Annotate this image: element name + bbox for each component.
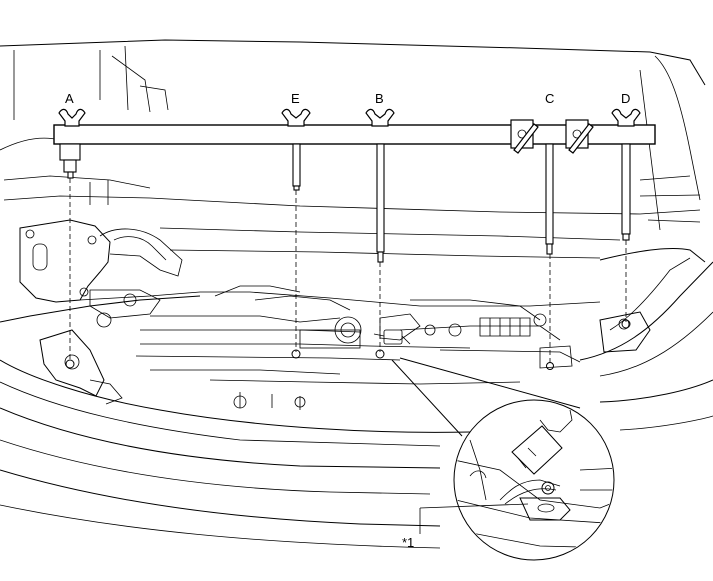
label-b: B <box>375 91 384 106</box>
connector-b <box>373 329 411 345</box>
hanger-a <box>58 108 86 179</box>
labels: A E B C D *1 <box>65 91 630 550</box>
clamp-c <box>510 119 594 255</box>
hanger-b <box>365 108 395 263</box>
support-beam <box>53 124 656 145</box>
engine-support-tool <box>53 108 656 263</box>
hanger-e <box>281 108 311 191</box>
label-e: E <box>291 91 300 106</box>
detail-view <box>391 357 615 561</box>
callout-label: *1 <box>402 535 414 550</box>
alignment-lines <box>69 178 627 364</box>
mount-points <box>65 319 631 370</box>
engine-compartment-background <box>0 39 713 549</box>
label-c: C <box>545 91 554 106</box>
label-d: D <box>621 91 630 106</box>
label-a: A <box>65 91 74 106</box>
hanger-d <box>611 108 641 241</box>
